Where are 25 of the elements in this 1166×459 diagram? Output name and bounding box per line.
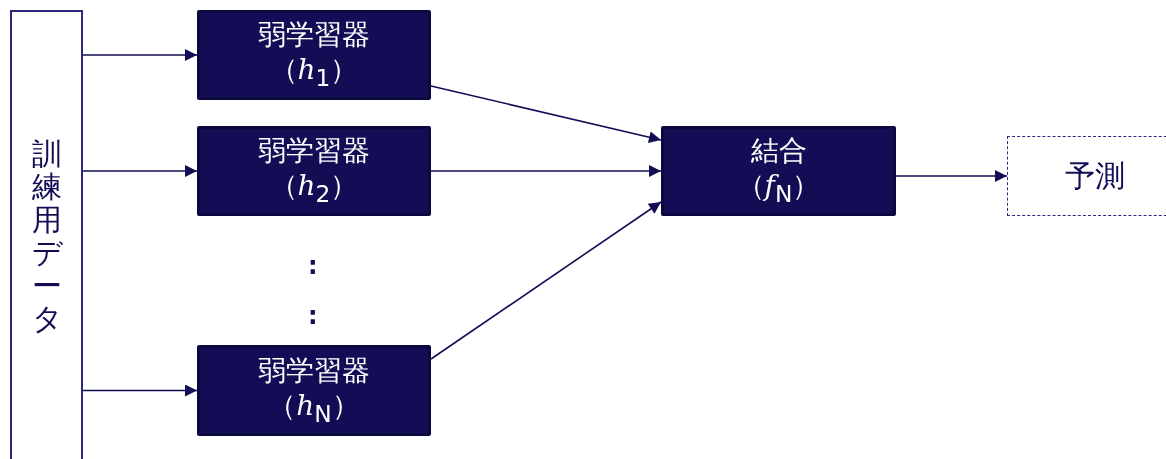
learner-box	[197, 126, 431, 216]
formula-label: （h$_{1}$）	[269, 52, 359, 93]
arrow	[82, 49, 198, 61]
arrow	[430, 85, 662, 144]
node-label: 予測	[1064, 157, 1125, 195]
node-label: 弱学習器	[258, 133, 370, 169]
formula-label: （h$_{2}$）	[269, 168, 359, 209]
node-label: 訓練用データ	[31, 136, 62, 335]
arrow	[430, 165, 662, 177]
training-data-box	[10, 10, 83, 459]
ellipsis-dots: :	[308, 252, 318, 280]
node-label: 弱学習器	[258, 17, 370, 53]
formula-label: （h$_{N}$）	[268, 387, 360, 429]
node-label: 結合	[750, 133, 807, 169]
learner-box	[197, 345, 431, 436]
arrow	[82, 384, 198, 397]
ellipsis-dots: :	[308, 302, 318, 330]
combiner-box	[661, 126, 896, 216]
arrow	[430, 201, 662, 360]
prediction-box	[1007, 136, 1166, 216]
learner-box	[197, 10, 431, 100]
arrow	[82, 165, 198, 177]
formula-label: （f$_{N}$）	[736, 168, 821, 209]
node-label: 弱学習器	[258, 352, 370, 388]
arrow	[895, 170, 1008, 182]
